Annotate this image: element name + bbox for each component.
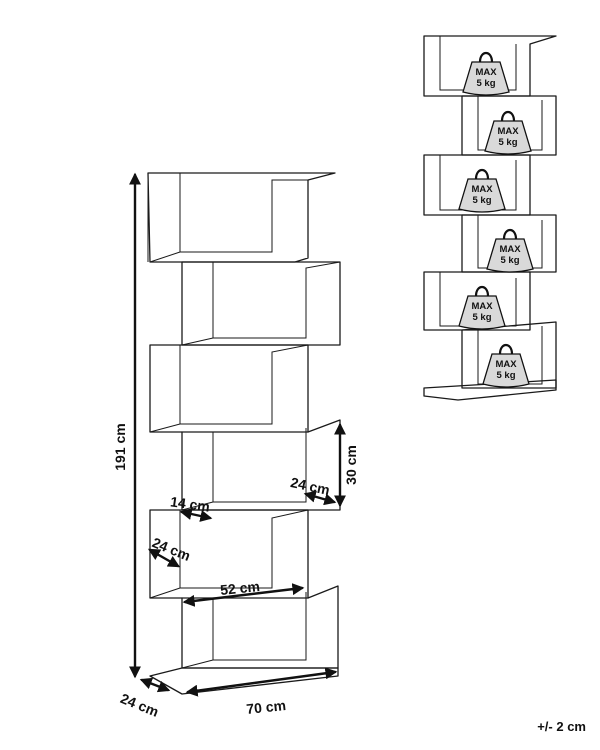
weight-kg-label: 5 kg: [472, 312, 491, 323]
main-shelf-drawing: [147, 172, 341, 695]
depth-bottom-label: 24 cm: [118, 690, 161, 720]
weight-kg-label: 5 kg: [472, 195, 491, 206]
shelf-depth-left-label: 24 cm: [150, 534, 193, 564]
weight-kg-label: 5 kg: [500, 255, 519, 266]
inner-width-label: 52 cm: [219, 578, 260, 598]
weight-max-label: MAX: [471, 184, 493, 195]
weight-max-label: MAX: [497, 126, 519, 137]
weight-kg-label: 5 kg: [476, 78, 495, 89]
dimension-lines: [129, 172, 346, 697]
weight-max-label: MAX: [499, 244, 521, 255]
height-label: 191 cm: [112, 423, 128, 470]
shelf-height-label: 30 cm: [343, 445, 359, 485]
weight-max-label: MAX: [471, 301, 493, 312]
weight-kg-label: 5 kg: [496, 370, 515, 381]
weight-max-label: MAX: [475, 67, 497, 78]
width-label: 70 cm: [246, 697, 287, 717]
weight-kg-label: 5 kg: [498, 137, 517, 148]
weight-max-label: MAX: [495, 359, 517, 370]
side-width-label: 14 cm: [169, 493, 211, 514]
tolerance-label: +/- 2 cm: [537, 719, 586, 734]
